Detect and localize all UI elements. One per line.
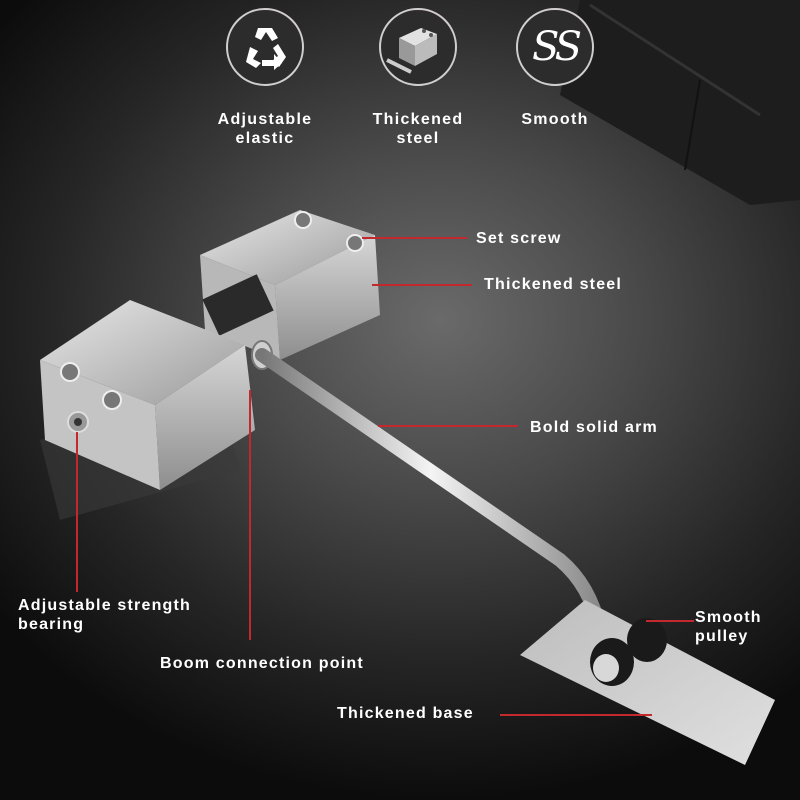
callout-line-adjustable-strength xyxy=(76,432,78,592)
callout-bold-solid-arm: Bold solid arm xyxy=(530,419,658,436)
callout-line-set-screw xyxy=(362,237,467,239)
feature-label-line2: elastic xyxy=(235,130,295,147)
callout-line-smooth-pulley xyxy=(646,620,694,622)
callout-smooth-pulley: Smooth pulley xyxy=(695,609,762,645)
callout-adjustable-strength-bearing: Adjustable strength bearing xyxy=(18,597,192,633)
background-closer-silhouette xyxy=(560,0,800,205)
recycle-icon xyxy=(226,8,304,86)
callout-line-bold-arm xyxy=(378,425,518,427)
feature-adjustable-elastic: Adjustable elastic xyxy=(200,8,330,148)
feature-label-line1: Thickened xyxy=(372,111,464,128)
callout-thickened-base: Thickened base xyxy=(337,705,474,722)
callout-set-screw: Set screw xyxy=(476,230,562,247)
steel-block-icon xyxy=(379,8,457,86)
feature-thickened-steel: Thickened steel xyxy=(353,8,483,148)
feature-label-line1: Adjustable xyxy=(217,111,313,128)
callout-line-thickened-steel xyxy=(372,284,472,286)
callout-line-boom-connection xyxy=(249,390,251,640)
feature-label-line2: steel xyxy=(396,130,440,147)
callout-boom-connection-point: Boom connection point xyxy=(160,655,364,672)
callout-thickened-steel: Thickened steel xyxy=(484,276,623,293)
callout-line-thickened-base xyxy=(500,714,652,716)
feature-smooth: SS Smooth xyxy=(490,8,620,129)
feature-label-line1: Smooth xyxy=(521,111,589,128)
smooth-ss-icon: SS xyxy=(516,8,594,86)
